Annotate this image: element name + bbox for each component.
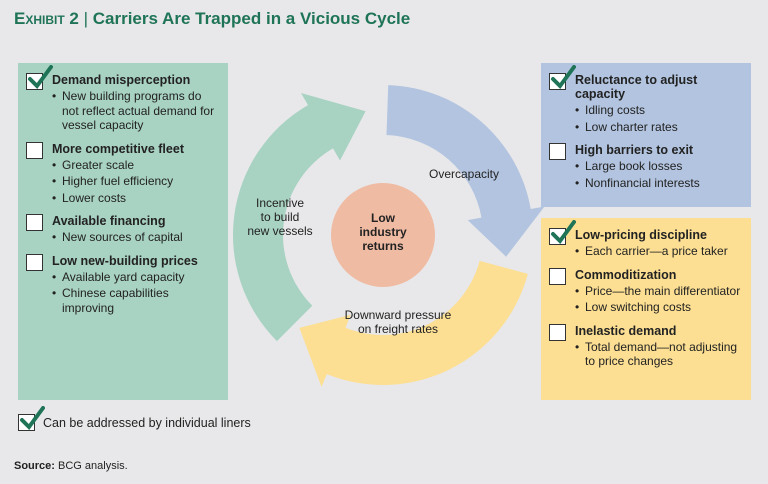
factor-item: More competitive fleetGreater scaleHighe… [26, 141, 220, 206]
source-text: BCG analysis. [58, 460, 128, 472]
factor-bullet: Idling costs [575, 103, 743, 118]
factor-title: Available financing [52, 214, 166, 228]
legend-label: Can be addressed by individual liners [43, 415, 251, 430]
checkbox-checked-icon [18, 406, 45, 431]
incentive-label: Incentive [256, 196, 304, 210]
factor-bullet: Greater scale [52, 158, 184, 173]
source-label: Source: [14, 460, 55, 472]
factor-item: Low-pricing disciplineEach carrier—a pri… [549, 220, 743, 259]
source-note: Source: BCG analysis. [14, 460, 128, 472]
factor-title: High barriers to exit [575, 143, 694, 157]
factor-item: Reluctance to adjust capacityIdling cost… [549, 65, 743, 135]
checkbox-empty-icon [549, 323, 566, 341]
incentive-label: to build [261, 210, 300, 224]
title-text: Carriers Are Trapped in a Vicious Cycle [92, 9, 411, 28]
factor-item: Available financingNew sources of capita… [26, 214, 220, 245]
factor-title: Commoditization [575, 267, 677, 282]
factor-bullet: Each carrier—a price taker [575, 244, 728, 259]
factor-bullet: Higher fuel efficiency [52, 174, 184, 189]
check-mark-icon [28, 65, 53, 90]
factor-bullet: Nonfinancial interests [575, 176, 700, 191]
overcapacity-factors-panel: Reluctance to adjust capacityIdling cost… [541, 63, 751, 207]
title-separator: | [83, 9, 89, 28]
center-label: returns [362, 239, 404, 253]
checkbox-empty-icon [26, 253, 43, 271]
center-label: industry [359, 225, 407, 239]
factor-bullet: Large book losses [575, 159, 700, 174]
factor-bullet: Low charter rates [575, 120, 743, 135]
exhibit-number: Exhibit 2 [14, 9, 79, 28]
checkbox-checked-icon [549, 65, 576, 90]
factor-bullet: Available yard capacity [52, 270, 220, 285]
overcapacity-label: Overcapacity [429, 167, 499, 181]
factor-title: Low new-building prices [52, 253, 198, 268]
downward-pressure-label: on freight rates [358, 322, 438, 336]
factor-bullet: New building programs do not reflect act… [52, 89, 220, 133]
overcapacity-arrow [386, 85, 545, 257]
exhibit-title: Exhibit 2 | Carriers Are Trapped in a Vi… [14, 9, 410, 29]
check-mark-icon [551, 65, 576, 90]
checkbox-empty-icon [26, 141, 43, 159]
factor-title: Demand misperception [52, 73, 191, 87]
incentive-label: new vessels [247, 224, 312, 238]
factor-item: Low new-building pricesAvailable yard ca… [26, 253, 220, 316]
center-label: Low [371, 211, 396, 225]
factor-bullet: Price—the main differentiator [575, 284, 740, 299]
pricing-factors-panel: Low-pricing disciplineEach carrier—a pri… [541, 218, 751, 400]
factor-bullet: Chinese capabilities improving [52, 286, 220, 315]
factor-bullet: Total demand—not adjusting to price chan… [575, 340, 743, 369]
left-factors-panel: Demand misperceptionNew building program… [18, 63, 228, 400]
factor-bullet: Low switching costs [575, 300, 740, 315]
legend: Can be addressed by individual liners [18, 406, 251, 431]
downward-pressure-arrow [299, 260, 528, 388]
center-circle [331, 183, 435, 287]
checkbox-checked-icon [549, 220, 576, 245]
factor-bullet: Lower costs [52, 191, 184, 206]
check-mark-icon [551, 220, 576, 245]
checkbox-empty-icon [549, 267, 566, 285]
factor-title: Inelastic demand [575, 323, 677, 338]
factor-bullet: New sources of capital [52, 230, 183, 245]
checkbox-empty-icon [549, 143, 566, 160]
checkbox-checked-icon [26, 65, 53, 90]
downward-pressure-label: Downward pressure [345, 308, 452, 322]
factor-item: High barriers to exitLarge book lossesNo… [549, 143, 743, 190]
factor-item: CommoditizationPrice—the main differenti… [549, 267, 743, 315]
factor-item: Demand misperceptionNew building program… [26, 65, 220, 133]
factor-title: Reluctance to adjust capacity [575, 73, 698, 101]
checkbox-empty-icon [26, 214, 43, 231]
factor-item: Inelastic demandTotal demand—not adjusti… [549, 323, 743, 369]
factor-title: More competitive fleet [52, 141, 184, 156]
incentive-arrow [232, 92, 366, 342]
factor-title: Low-pricing discipline [575, 228, 707, 242]
check-mark-icon [20, 406, 45, 431]
